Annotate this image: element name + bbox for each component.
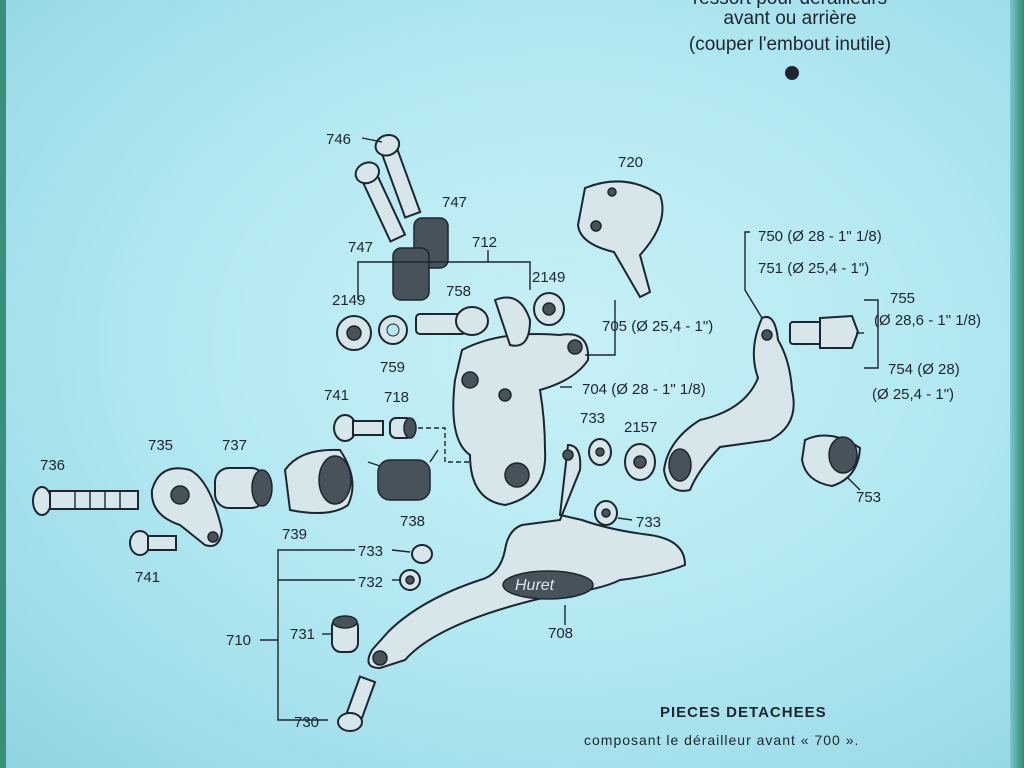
part-731-spacer [331,615,359,653]
part-741-screw-bottom [129,530,177,556]
part-735-lever [150,467,224,547]
label-704: 704 (Ø 28 - 1" 1/8) [582,381,706,398]
part-739-cup [283,448,354,515]
part-753-cone [800,434,862,488]
label-732: 732 [358,574,383,591]
part-750-clamp [662,316,795,492]
page-right-edge [1010,0,1024,768]
part-733-washer-c [411,544,433,564]
label-2149-right: 2149 [532,269,565,286]
label-718: 718 [384,389,409,406]
label-750: 750 (Ø 28 - 1" 1/8) [758,228,882,245]
label-754: 754 (Ø 28) [888,361,960,378]
part-2149-nuts [336,292,565,351]
part-732-lockwasher [399,569,421,591]
brand-logo: Huret [515,577,555,594]
label-754-spec: (Ø 25,4 - 1") [872,386,954,403]
label-712: 712 [472,234,497,251]
bullet-dot [785,66,799,80]
label-737: 737 [222,437,247,454]
part-738-spring [367,449,439,501]
header-line-1: ressort pour dérailleurs [600,0,980,10]
label-747-upper: 747 [442,194,467,211]
part-755-bolt [789,314,860,349]
label-751: 751 (Ø 25,4 - 1") [758,260,869,277]
part-733-washer-b [594,500,618,526]
label-758: 758 [446,283,471,300]
label-710: 710 [226,632,251,649]
part-737-barrel [214,467,273,509]
page-left-edge [0,0,6,768]
label-741-lower: 741 [135,569,160,586]
part-741-screw-top [333,414,384,442]
part-747-springs [392,217,449,301]
label-2149-left: 2149 [332,292,365,309]
label-738: 738 [400,513,425,530]
part-2157-nut [624,443,656,481]
label-705: 705 (Ø 25,4 - 1") [602,318,713,335]
label-731: 731 [290,626,315,643]
label-708: 708 [548,625,573,642]
label-733-lower: 733 [358,543,383,560]
part-704-body [452,296,590,507]
label-747-lower: 747 [348,239,373,256]
label-753: 753 [856,489,881,506]
label-741-upper: 741 [324,387,349,404]
label-2157: 2157 [624,419,657,436]
label-730: 730 [294,714,319,731]
label-733-right: 733 [636,514,661,531]
label-736: 736 [40,457,65,474]
part-708-fork: Huret [367,443,687,670]
label-733-upper: 733 [580,410,605,427]
part-746-screws [354,133,422,243]
footer-title: PIECES DETACHEES [660,704,827,721]
part-718-bushing [389,417,417,439]
label-746: 746 [326,131,351,148]
part-720-plate [576,180,664,299]
part-733-washer-a [588,438,612,466]
part-730-screw [337,675,377,732]
label-720: 720 [618,154,643,171]
label-739: 739 [282,526,307,543]
header-line-2: avant ou arrière [723,8,857,29]
label-755: 755 [890,290,915,307]
footer-subtitle: composant le dérailleur avant « 700 ». [584,732,860,748]
part-758-bolt [415,306,489,336]
part-759-clip [378,315,408,345]
label-735: 735 [148,437,173,454]
header-line-3: (couper l'embout inutile) [688,34,892,55]
part-736-bolt [32,486,139,516]
label-755-spec: (Ø 28,6 - 1" 1/8) [874,312,981,329]
label-759: 759 [380,359,405,376]
